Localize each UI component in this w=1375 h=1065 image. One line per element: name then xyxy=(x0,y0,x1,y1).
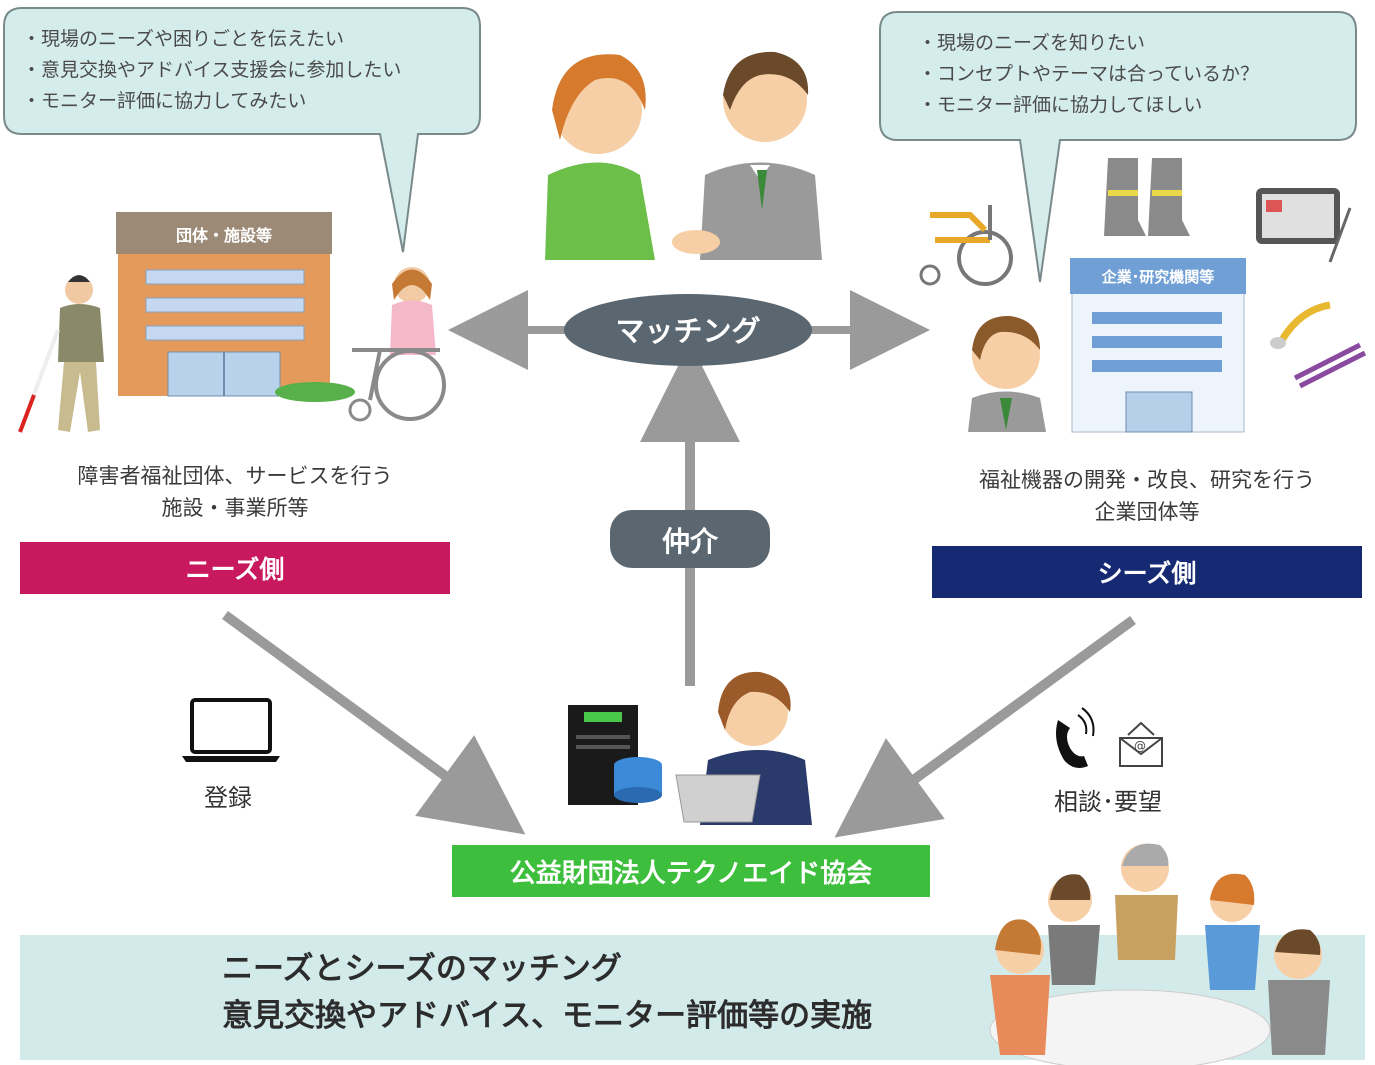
wheelchair-product-illustration xyxy=(919,205,1013,286)
laptop-icon xyxy=(182,698,280,762)
visually-impaired-man-illustration xyxy=(18,275,104,433)
seeds-caption-line: 企業団体等 xyxy=(1094,500,1200,524)
facility-sign: 団体・施設等 xyxy=(175,226,272,245)
bottom-line: ニーズとシーズのマッチング xyxy=(222,951,622,987)
left-bubble-line: ・意見交換やアドバイス支援会に参加したい xyxy=(22,59,402,81)
right-speech-bubble xyxy=(879,11,1357,283)
utensils-product-illustration xyxy=(1270,301,1367,389)
needs-caption-line: 障害者福祉団体、サービスを行う xyxy=(77,464,393,488)
left-speech-bubble xyxy=(3,7,481,253)
facility-building-illustration xyxy=(116,212,355,402)
server-illustration xyxy=(568,705,662,805)
seeds-band: シーズ側 xyxy=(932,546,1362,598)
handshake-illustration xyxy=(545,51,822,260)
seeds-caption-line: 福祉機器の開発・改良、研究を行う xyxy=(979,468,1315,492)
right-bubble-text: ・現場のニーズを知りたい ・コンセプトやテーマは合っているか？ ・モニター評価に… xyxy=(918,28,1259,121)
company-building-illustration xyxy=(1070,258,1246,433)
needs-caption: 障害者福祉団体、サービスを行う 施設・事業所等 xyxy=(20,460,450,524)
woman-in-wheelchair-illustration xyxy=(348,267,446,422)
company-sign: 企業･研究機関等 xyxy=(1101,268,1215,286)
phone-icon xyxy=(1056,707,1095,768)
association-band: 公益財団法人テクノエイド協会 xyxy=(452,845,930,897)
right-bubble-line: ・現場のニーズを知りたい xyxy=(918,32,1146,54)
consult-label: 相談･要望 xyxy=(1054,788,1162,816)
operator-woman-illustration xyxy=(675,671,812,825)
register-label: 登録 xyxy=(204,784,252,812)
tablet-product-illustration xyxy=(1256,188,1352,263)
needs-to-association-arrow xyxy=(222,610,526,835)
seeds-caption: 福祉機器の開発・改良、研究を行う 企業団体等 xyxy=(932,464,1362,528)
left-bubble-text: ・現場のニーズや困りごとを伝えたい ・意見交換やアドバイス支援会に参加したい ・… xyxy=(22,24,401,117)
bottom-summary: ニーズとシーズのマッチング 意見交換やアドバイス、モニター評価等の実施 xyxy=(222,946,872,1040)
needs-caption-line: 施設・事業所等 xyxy=(161,496,309,520)
right-bubble-line: ・コンセプトやテーマは合っているか？ xyxy=(918,63,1260,85)
svg-text:@: @ xyxy=(1134,739,1146,753)
matching-oval xyxy=(564,294,812,366)
matching-label: マッチング xyxy=(615,314,761,348)
meeting-group-illustration xyxy=(989,843,1330,1065)
seeds-to-association-arrow xyxy=(834,615,1136,838)
boots-product-illustration xyxy=(1104,158,1190,236)
mediation-box xyxy=(610,510,770,568)
left-bubble-line: ・モニター評価に協力してみたい xyxy=(22,90,307,112)
left-bubble-line: ・現場のニーズや困りごとを伝えたい xyxy=(22,28,345,50)
worried-man-illustration xyxy=(968,315,1046,432)
mail-icon: @ xyxy=(1119,721,1163,767)
bottom-line: 意見交換やアドバイス、モニター評価等の実施 xyxy=(222,998,873,1034)
right-bubble-line: ・モニター評価に協力してほしい xyxy=(918,94,1203,116)
needs-band: ニーズ側 xyxy=(20,542,450,594)
mediation-label: 仲介 xyxy=(661,525,718,558)
